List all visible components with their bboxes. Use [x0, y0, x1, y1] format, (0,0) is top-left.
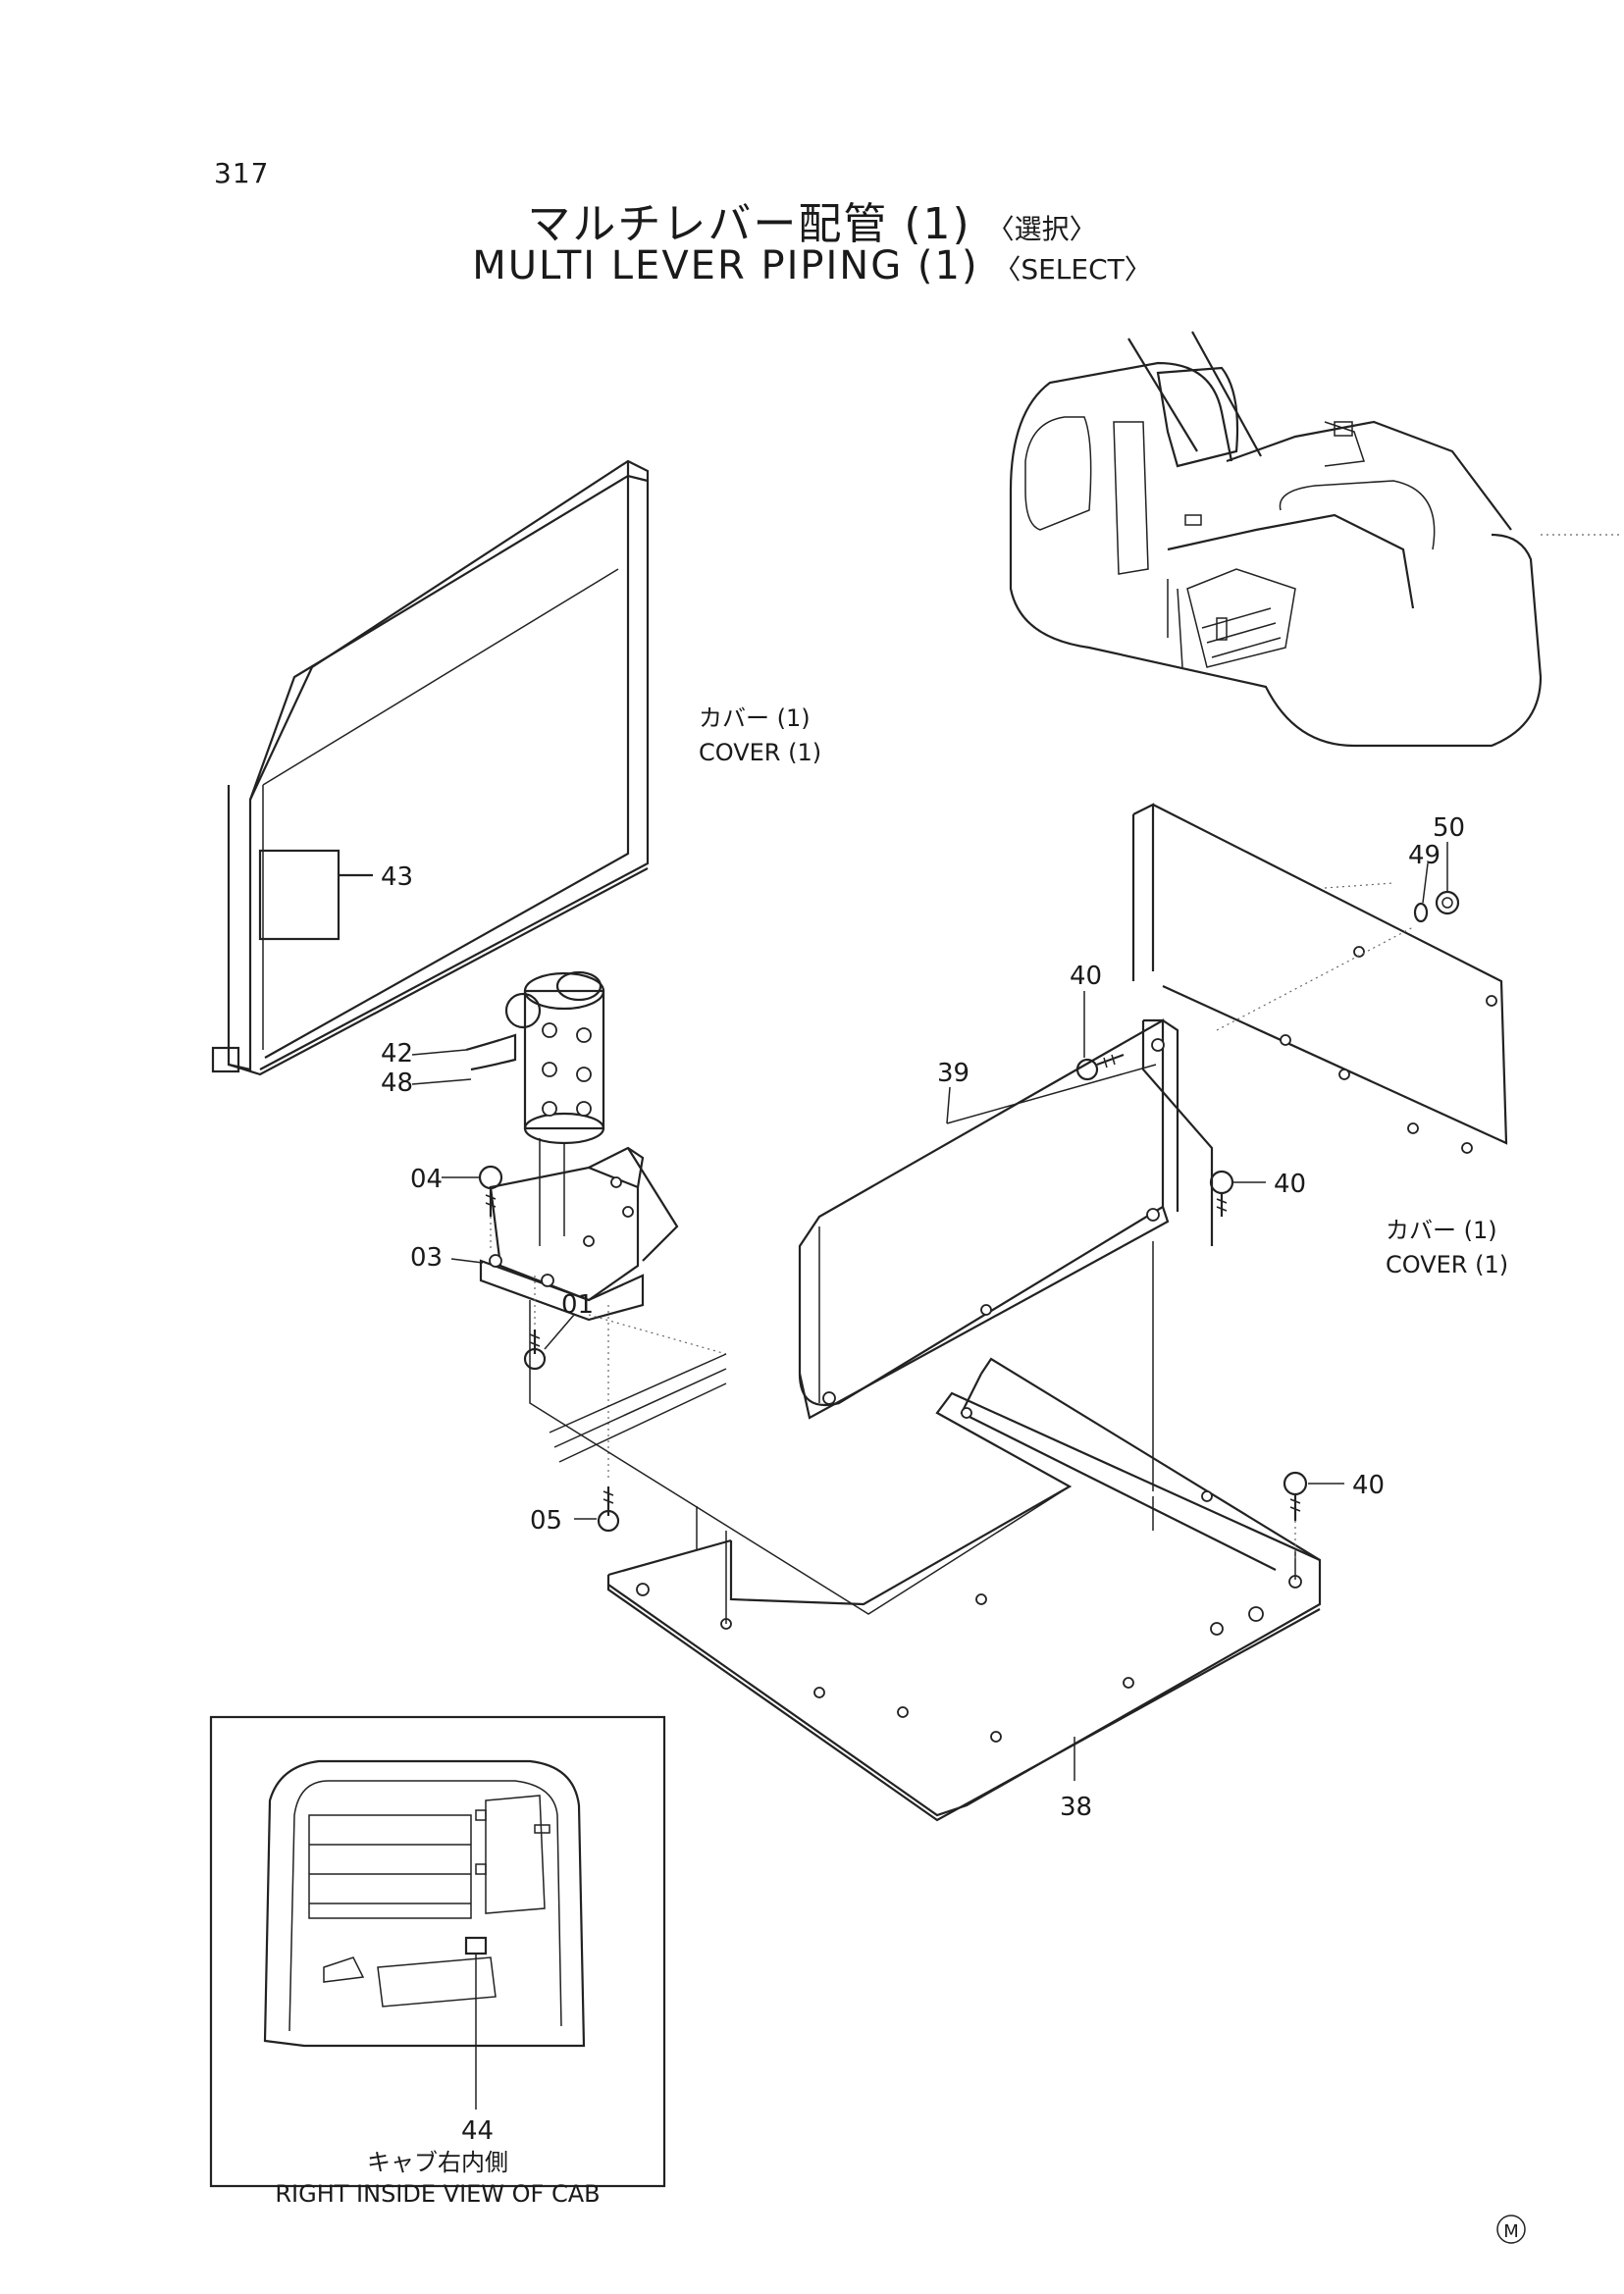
- callout-40-upper: 40: [1070, 962, 1102, 991]
- callout-04: 04: [410, 1165, 443, 1194]
- title-jp-note: 〈選択〉: [986, 213, 1097, 245]
- bolt-05: [574, 1305, 620, 1533]
- title-japanese: マルチレバー配管 (1) 〈選択〉: [0, 188, 1624, 251]
- callout-01: 01: [561, 1290, 594, 1320]
- callout-40-middle: 40: [1274, 1170, 1306, 1199]
- callout-38: 38: [1060, 1793, 1092, 1822]
- callout-40-lower: 40: [1352, 1471, 1385, 1500]
- page-number: 317: [214, 157, 270, 189]
- title-jp-main: マルチレバー配管 (1): [527, 199, 971, 249]
- bolt-40-upper: [1075, 991, 1125, 1081]
- callout-03: 03: [410, 1243, 443, 1273]
- callout-43: 43: [381, 862, 413, 892]
- inset-caption-en: RIGHT INSIDE VIEW OF CAB: [275, 2180, 600, 2208]
- title-en-note: 〈SELECT〉: [993, 253, 1152, 286]
- cover-left-panel: [211, 459, 650, 1076]
- callout-48: 48: [381, 1069, 413, 1098]
- bolt-01: [523, 1276, 575, 1371]
- inset-caption-jp: キャブ右内側: [367, 2149, 508, 2176]
- cover-plate-39: [798, 1018, 1214, 1420]
- callout-39: 39: [937, 1059, 969, 1088]
- cover-right-label-jp: カバー (1): [1386, 1217, 1497, 1244]
- cover-left-label-jp: カバー (1): [699, 704, 811, 732]
- floor-plate-38: [529, 1241, 1322, 1822]
- footer-mark: M: [1503, 2221, 1519, 2242]
- multi-lever-valve: [411, 970, 605, 1246]
- cover-right-label-en: COVER (1): [1386, 1251, 1508, 1278]
- callout-42: 42: [381, 1039, 413, 1069]
- footer-mark-circle: [1496, 2215, 1526, 2244]
- excavator-overview-illustration: [1009, 331, 1619, 748]
- callout-49: 49: [1408, 841, 1441, 870]
- cover-right-panel: [1131, 803, 1508, 1154]
- washer-49: [1413, 862, 1429, 923]
- bolt-04: [442, 1165, 503, 1251]
- nut-50: [1435, 842, 1460, 915]
- callout-05: 05: [530, 1506, 562, 1536]
- bolt-40-middle: [1209, 1170, 1266, 1217]
- title-english: MULTI LEVER PIPING (1) 〈SELECT〉: [0, 243, 1624, 288]
- inset-cab-right-inside-view: [209, 1715, 666, 2188]
- cover-left-label-en: COVER (1): [699, 739, 821, 766]
- valve-bracket: [479, 1146, 727, 1355]
- title-en-main: MULTI LEVER PIPING (1): [472, 243, 979, 288]
- callout-44: 44: [461, 2116, 494, 2146]
- bolt-40-lower: [1283, 1471, 1344, 1560]
- callout-50: 50: [1433, 813, 1465, 843]
